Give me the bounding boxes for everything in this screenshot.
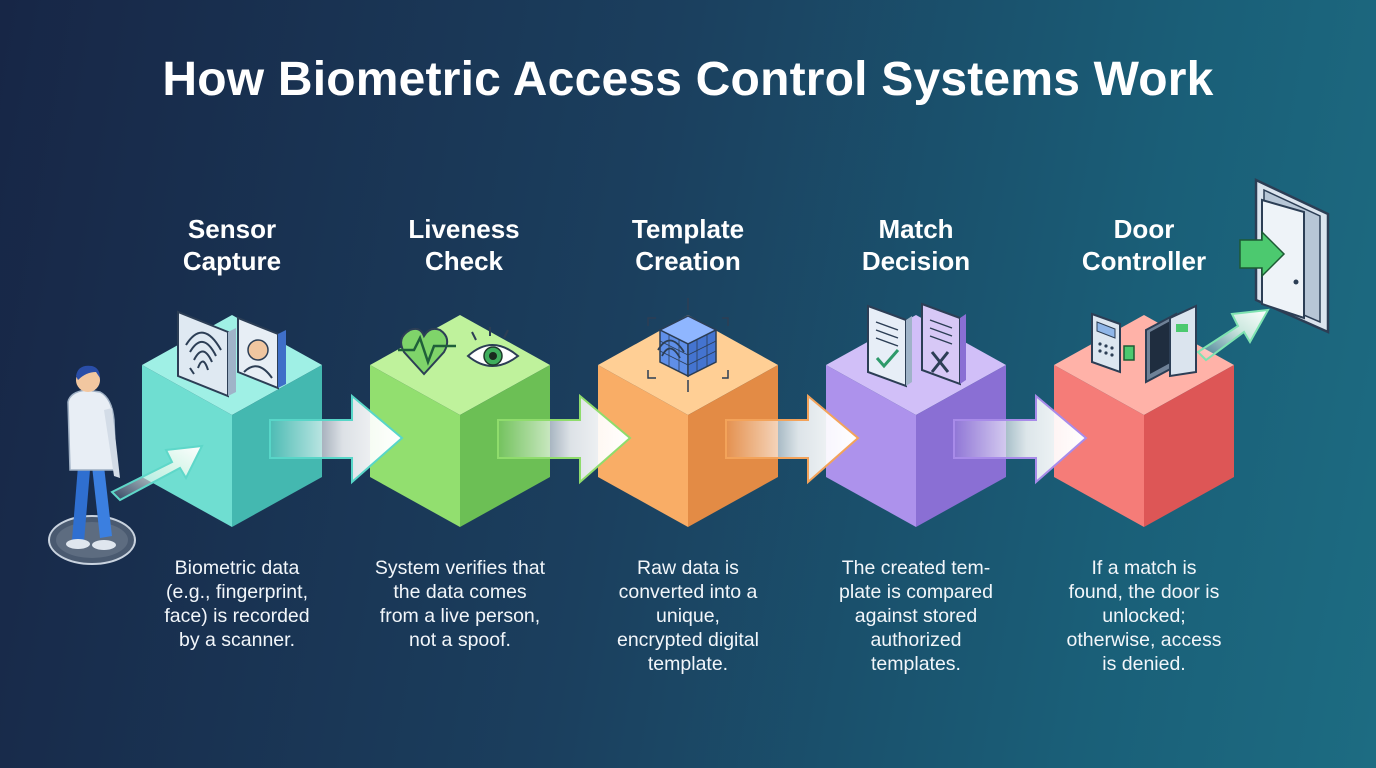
desc-line: face) is recorded — [164, 605, 310, 627]
desc-line: plate is compared — [839, 581, 993, 603]
arrow-liveness-to-template — [497, 393, 632, 485]
desc-line: unique, — [656, 605, 720, 627]
desc-line: System verifies that — [374, 557, 546, 579]
desc-line: authorized — [870, 629, 962, 651]
step-sensor-title: Sensor Capture — [122, 213, 342, 277]
desc-line: not a spoof. — [409, 629, 511, 651]
step-match-desc: The created tem- plate is compared again… — [806, 556, 1026, 676]
step-title-line: Door — [1113, 214, 1175, 244]
check-card-icon — [867, 304, 912, 388]
step-title-line: Controller — [1081, 246, 1207, 276]
desc-line: Biometric data — [174, 557, 300, 579]
door-icon — [1145, 304, 1197, 384]
open-door-icon — [1239, 178, 1330, 334]
desc-line: Raw data is — [637, 557, 739, 579]
desc-line: (e.g., fingerprint, — [166, 581, 308, 603]
page-title: How Biometric Access Control Systems Wor… — [162, 53, 1214, 106]
desc-line: If a match is — [1091, 557, 1197, 579]
arrow-template-to-match — [725, 393, 860, 485]
desc-line: from a live person, — [379, 605, 541, 627]
desc-line: encrypted digital — [616, 629, 759, 651]
arrow-sensor-to-liveness — [269, 393, 404, 485]
desc-line: is denied. — [1102, 653, 1186, 675]
keypad-reader-icon — [1091, 312, 1135, 374]
step-title-line: Check — [424, 246, 504, 276]
cube-liveness — [370, 315, 550, 527]
step-title-line: Liveness — [408, 214, 520, 244]
desc-line: The created tem- — [841, 557, 991, 579]
desc-line: against stored — [854, 605, 978, 627]
step-liveness-title: Liveness Check — [354, 213, 574, 277]
desc-line: otherwise, access — [1066, 629, 1222, 651]
step-liveness-desc: System verifies that the data comes from… — [350, 556, 570, 652]
eye-icon — [466, 327, 520, 367]
desc-line: templates. — [871, 653, 961, 675]
desc-line: template. — [647, 653, 729, 675]
desc-line: found, the door is — [1068, 581, 1220, 603]
step-template-title: Template Creation — [578, 213, 798, 277]
desc-line: the data comes — [393, 581, 527, 603]
arrow-match-to-door — [953, 393, 1088, 485]
fingerprint-icon — [177, 310, 236, 398]
step-match-title: Match Decision — [806, 213, 1026, 277]
arrow-door-exit — [1196, 308, 1270, 362]
arrow-person-to-sensor — [110, 444, 204, 502]
step-title-line: Decision — [861, 246, 971, 276]
step-title-line: Sensor — [187, 214, 277, 244]
step-title-line: Match — [878, 214, 954, 244]
step-sensor-desc: Biometric data (e.g., fingerprint, face)… — [127, 556, 347, 652]
step-door-title: Door Controller — [1034, 213, 1254, 277]
step-title-line: Creation — [635, 246, 741, 276]
template-cube-icon — [647, 298, 729, 392]
cross-card-icon — [921, 302, 966, 386]
desc-line: converted into a — [618, 581, 758, 603]
face-scan-icon — [237, 316, 286, 390]
desc-line: unlocked; — [1102, 605, 1186, 627]
person-icon — [48, 365, 136, 565]
step-door-desc: If a match is found, the door is unlocke… — [1034, 556, 1254, 676]
step-title-line: Capture — [182, 246, 282, 276]
desc-line: by a scanner. — [179, 629, 295, 651]
heart-pulse-icon — [398, 327, 456, 376]
step-title-line: Template — [631, 214, 745, 244]
step-template-desc: Raw data is converted into a unique, enc… — [578, 556, 798, 676]
